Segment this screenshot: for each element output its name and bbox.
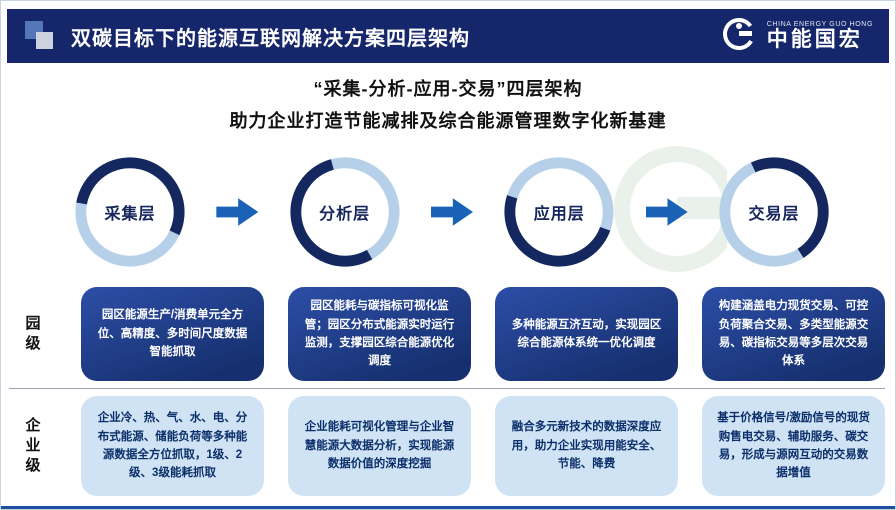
layer-label: 分析层 <box>319 206 371 223</box>
layer-label: 应用层 <box>533 206 585 223</box>
bottom-accent-line <box>1 506 895 509</box>
header-title-group: 双碳目标下的能源互联网解决方案四层架构 <box>23 19 470 53</box>
description-matrix: 园级 园区能源生产/消费单元全方位、高精度、多时间尺度数据智能抓取 园区能耗与碳… <box>9 287 885 496</box>
flow-arrow-icon <box>645 198 688 226</box>
flow-arrow-icon <box>216 198 259 226</box>
row-label-park: 园级 <box>25 314 41 352</box>
layer-ring-trading: 交易层 <box>715 153 833 271</box>
company-name-en: CHINA ENERGY GUO HONG <box>766 20 873 28</box>
matrix-cell: 园区能耗与碳指标可视化监管；园区分布式能源实时运行监测，支撑园区综合能源优化调度 <box>288 287 471 381</box>
row-park-level: 园级 园区能源生产/消费单元全方位、高精度、多时间尺度数据智能抓取 园区能耗与碳… <box>9 287 885 381</box>
architecture-title: “采集-分析-应用-交易”四层架构 <box>313 79 583 99</box>
company-logo: CHINA ENERGY GUO HONG 中能国宏 <box>719 14 873 59</box>
company-name-cn: 中能国宏 <box>766 27 863 51</box>
header-bar: 双碳目标下的能源互联网解决方案四层架构 CHINA ENERGY GUO HON… <box>7 9 889 63</box>
architecture-subtitle: 助力企业打造节能减排及综合能源管理数字化新基建 <box>229 111 667 131</box>
layer-label: 采集层 <box>104 206 156 223</box>
matrix-cell: 基于价格信号/激励信号的现货购售电交易、辅助服务、碳交易，形成与源网互动的交易数… <box>702 396 885 496</box>
marker-square-gray <box>36 32 53 49</box>
row-label-enterprise: 企业级 <box>25 416 41 475</box>
layer-ring-application: 应用层 <box>500 153 618 271</box>
flow-arrow-icon <box>430 198 473 226</box>
matrix-cell: 企业能耗可视化管理与企业智慧能源大数据分析，实现能源数据价值的深度挖掘 <box>288 396 471 496</box>
company-logo-icon <box>719 14 759 59</box>
row-divider <box>9 388 885 389</box>
title-marker-icon <box>23 19 57 53</box>
matrix-cell: 构建涵盖电力现货交易、可控负荷聚合交易、多类型能源交易、碳指标交易等多层次交易体… <box>702 287 885 381</box>
company-logo-text: CHINA ENERGY GUO HONG 中能国宏 <box>767 21 873 51</box>
matrix-cell: 多种能源互济互动，实现园区综合能源体系统一优化调度 <box>495 287 678 381</box>
row-enterprise-level: 企业级 企业冷、热、气、水、电、分布式能源、储能负荷等多种能源数据全方位抓取，1… <box>9 396 885 496</box>
layer-ring-collection: 采集层 <box>71 153 189 271</box>
matrix-cell: 企业冷、热、气、水、电、分布式能源、储能负荷等多种能源数据全方位抓取，1级、2级… <box>81 396 264 496</box>
layer-ring-analysis: 分析层 <box>286 153 404 271</box>
layer-label: 交易层 <box>748 206 800 223</box>
matrix-cell: 园区能源生产/消费单元全方位、高精度、多时间尺度数据智能抓取 <box>81 287 264 381</box>
intro-titles: “采集-分析-应用-交易”四层架构 助力企业打造节能减排及综合能源管理数字化新基… <box>1 75 895 133</box>
layer-flow-diagram: 采集层 分析层 应用层 交易层 <box>71 151 833 273</box>
matrix-cell: 融合多元新技术的数据深度应用，助力企业实现用能安全、节能、降费 <box>495 396 678 496</box>
slide-title: 双碳目标下的能源互联网解决方案四层架构 <box>71 27 470 50</box>
